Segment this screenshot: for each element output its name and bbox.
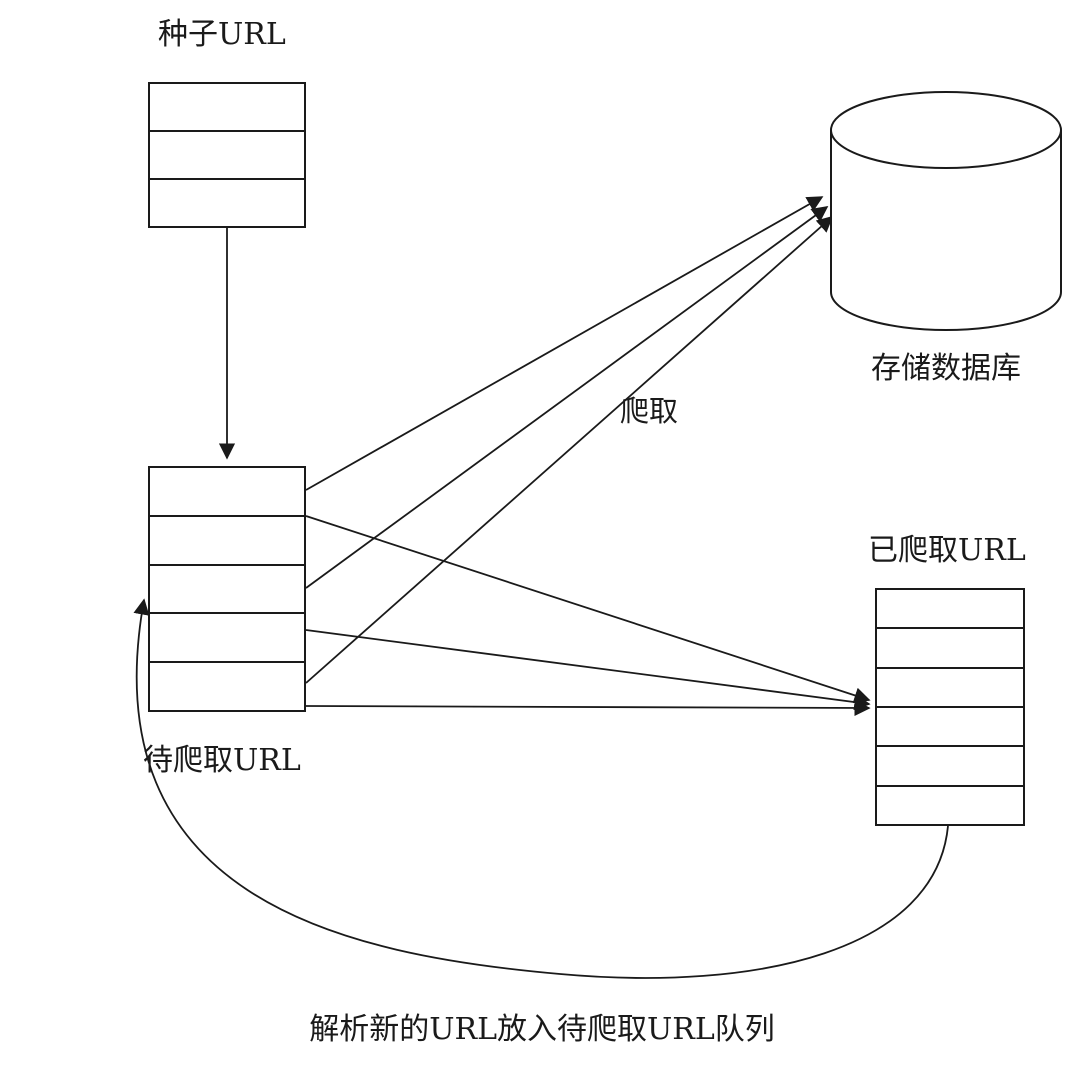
- seed-url-queue: [148, 82, 306, 228]
- queue-row: [150, 130, 304, 178]
- pending-url-label: 待爬取URL: [143, 743, 301, 778]
- queue-row: [150, 661, 304, 710]
- queue-row: [877, 745, 1023, 784]
- pending-to-crawled-line-1: [305, 515, 871, 704]
- crawled-url-label: 已爬取URL: [868, 533, 1026, 568]
- crawled-url-queue: [875, 588, 1025, 826]
- crawl-line-1: [305, 196, 824, 491]
- feedback-curve-arrow: [133, 598, 949, 979]
- queue-row: [877, 784, 1023, 824]
- queue-row: [150, 468, 304, 515]
- crawl-line-2: [305, 206, 829, 589]
- queue-row: [150, 178, 304, 226]
- queue-row: [150, 84, 304, 130]
- queue-row: [150, 612, 304, 661]
- pending-to-crawled-line-3: [305, 699, 871, 717]
- queue-row: [877, 627, 1023, 666]
- queue-row: [877, 666, 1023, 706]
- database-label: 存储数据库: [871, 351, 1021, 386]
- queue-row: [877, 705, 1023, 745]
- pending-url-queue: [148, 466, 306, 712]
- database-cylinder: [830, 91, 1062, 331]
- crawl-line-3: [305, 215, 834, 684]
- queue-row: [150, 563, 304, 613]
- seed-url-label: 种子URL: [158, 17, 286, 52]
- queue-row: [877, 590, 1023, 627]
- queue-row: [150, 514, 304, 564]
- feedback-edge-label: 解析新的URL放入待爬取URL队列: [309, 1012, 775, 1047]
- pending-to-crawled-line-2: [305, 629, 871, 711]
- crawl-edge-label: 爬取: [620, 394, 679, 428]
